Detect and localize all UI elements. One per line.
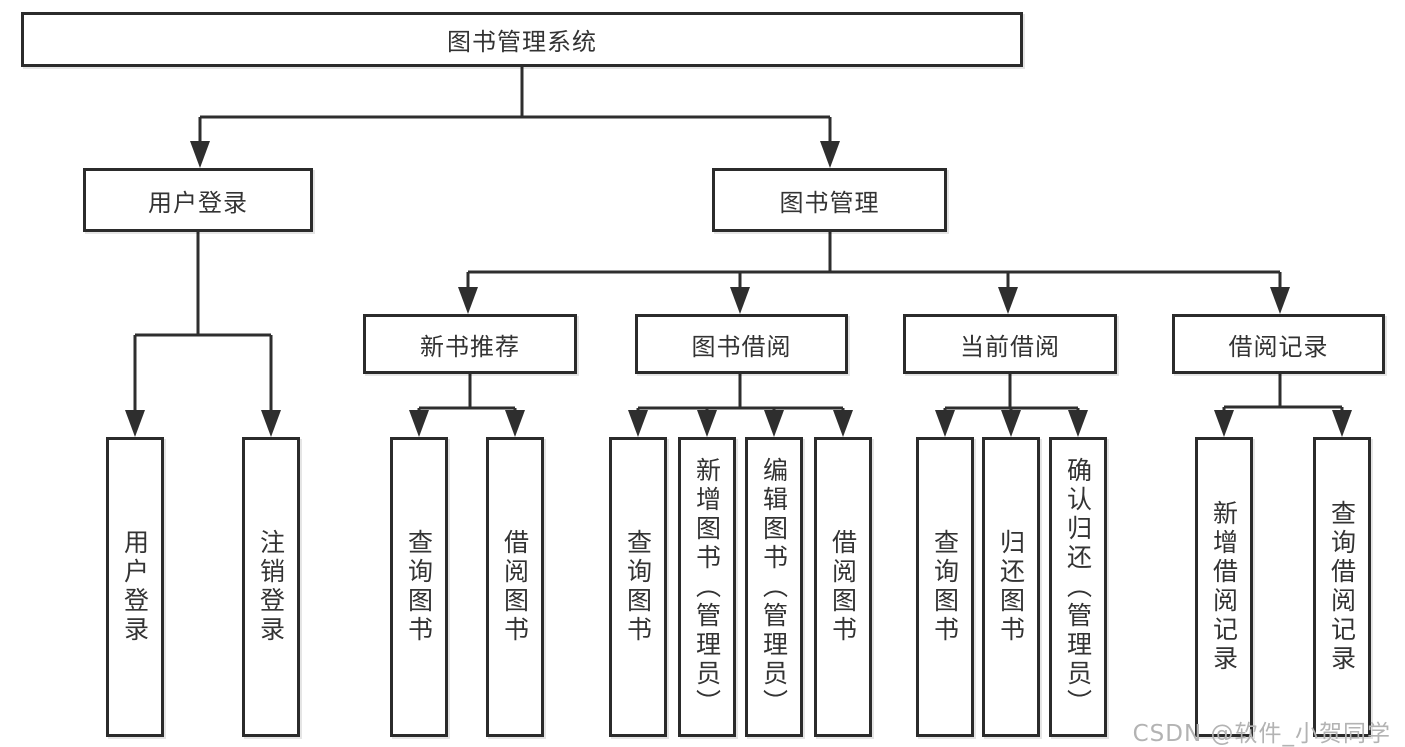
connector-current-borrow-children xyxy=(935,374,1088,437)
node-book-borrow: 图书借阅 xyxy=(635,314,848,374)
watermark: CSDN @软件_小贺同学 xyxy=(1132,721,1391,747)
node-current-borrow: 当前借阅 xyxy=(903,314,1117,374)
node-new-book-recommend: 新书推荐 xyxy=(363,314,577,374)
node-book-management: 图书管理 xyxy=(712,168,947,232)
node-user-login-label: 用户登录 xyxy=(148,188,248,217)
connector-borrow-records-children xyxy=(1214,374,1352,437)
leaf-add-books-admin: 新增图书（管理员） xyxy=(678,437,736,737)
leaf-query-borrow-record: 查询借阅记录 xyxy=(1313,437,1371,737)
leaf-confirm-return-admin: 确认归还（管理员） xyxy=(1049,437,1107,737)
leaf-logout: 注销登录 xyxy=(242,437,300,737)
node-new-book-recommend-label: 新书推荐 xyxy=(420,332,520,361)
leaf-add-borrow-record: 新增借阅记录 xyxy=(1195,437,1253,737)
node-root-label: 图书管理系统 xyxy=(447,28,597,56)
leaf-confirm-return-admin-label: 确认归还（管理员） xyxy=(1063,456,1093,718)
leaf-return-books-label: 归还图书 xyxy=(996,529,1026,645)
leaf-recommend-borrow-books: 借阅图书 xyxy=(486,437,544,737)
node-current-borrow-label: 当前借阅 xyxy=(960,332,1060,361)
node-borrow-records-label: 借阅记录 xyxy=(1228,332,1329,361)
leaf-borrow-query-books: 查询图书 xyxy=(609,437,667,737)
leaf-recommend-query-books: 查询图书 xyxy=(390,437,448,737)
node-user-login: 用户登录 xyxy=(83,168,313,232)
connector-root-to-level2 xyxy=(190,67,840,168)
leaf-user-login-label: 用户登录 xyxy=(120,529,150,645)
leaf-current-query-books: 查询图书 xyxy=(916,437,974,737)
leaf-current-query-books-label: 查询图书 xyxy=(930,529,960,645)
connector-book-management-children xyxy=(458,232,1290,314)
node-borrow-records: 借阅记录 xyxy=(1172,314,1385,374)
leaf-edit-books-admin: 编辑图书（管理员） xyxy=(745,437,803,737)
node-book-borrow-label: 图书借阅 xyxy=(691,332,792,361)
leaf-user-login: 用户登录 xyxy=(106,437,164,737)
leaf-borrow-books-label: 借阅图书 xyxy=(828,529,858,645)
leaf-recommend-query-books-label: 查询图书 xyxy=(404,529,434,645)
node-book-management-label: 图书管理 xyxy=(779,188,880,217)
node-root: 图书管理系统 xyxy=(21,12,1023,67)
connector-new-book-recommend-children xyxy=(409,374,525,437)
connector-user-login-children xyxy=(125,232,281,437)
leaf-borrow-query-books-label: 查询图书 xyxy=(623,529,653,645)
leaf-return-books: 归还图书 xyxy=(982,437,1040,737)
connector-book-borrow-children xyxy=(628,374,853,437)
leaf-recommend-borrow-books-label: 借阅图书 xyxy=(500,529,530,645)
leaf-edit-books-admin-label: 编辑图书（管理员） xyxy=(759,456,789,718)
leaf-add-books-admin-label: 新增图书（管理员） xyxy=(692,456,722,718)
leaf-borrow-books: 借阅图书 xyxy=(814,437,872,737)
leaf-query-borrow-record-label: 查询借阅记录 xyxy=(1327,500,1357,674)
leaf-add-borrow-record-label: 新增借阅记录 xyxy=(1209,500,1239,674)
leaf-logout-label: 注销登录 xyxy=(256,529,286,645)
